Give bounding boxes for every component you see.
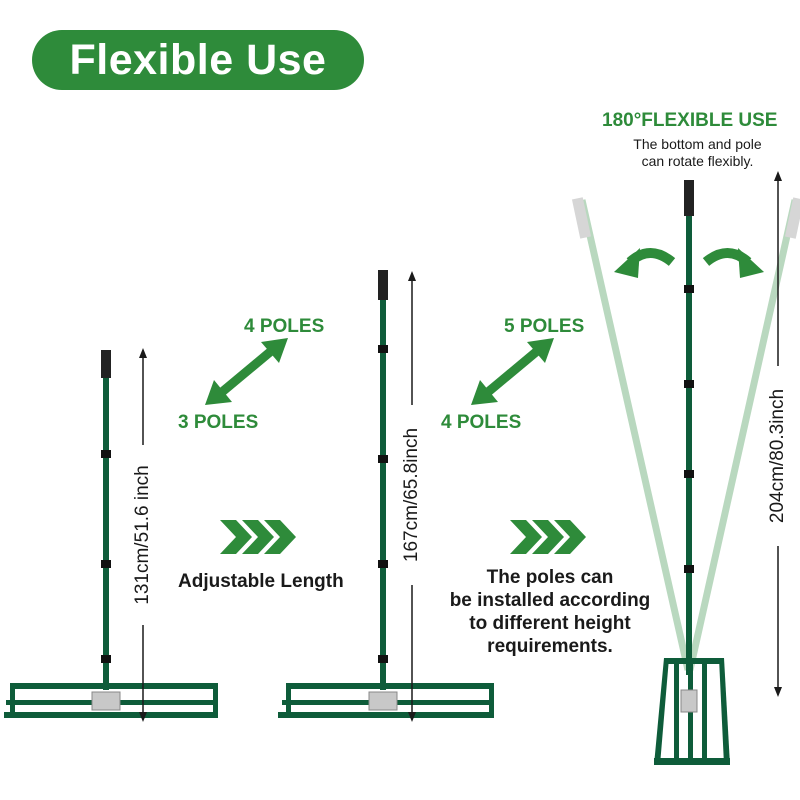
rake-4-poles <box>278 270 494 718</box>
chevrons-icon-left <box>220 520 296 554</box>
adjustable-length-label: Adjustable Length <box>178 571 344 592</box>
swap-arrow-right <box>471 338 554 405</box>
rake-3-poles <box>4 350 218 718</box>
install-description: The poles can be installed according to … <box>449 567 651 657</box>
title-badge: Flexible Use <box>32 30 364 90</box>
rake-5-poles-rotating <box>571 180 800 765</box>
dimension-label-right: 204cm/80.3inch <box>767 366 789 546</box>
swap-arrow-left <box>205 338 288 405</box>
dimension-label-middle: 167cm/65.8inch <box>401 405 423 585</box>
poles-label-5: 5 POLES <box>504 316 585 337</box>
rotate-right-icon <box>702 248 764 278</box>
flexible-use-heading: 180°FLEXIBLE USE <box>602 110 778 131</box>
page-title: Flexible Use <box>69 35 327 84</box>
rotate-left-icon <box>614 248 676 278</box>
rotate-note: The bottom and pole can rotate flexibly. <box>633 136 762 169</box>
chevrons-icon-right <box>510 520 586 554</box>
poles-label-3: 3 POLES <box>178 412 259 433</box>
dimension-label-left: 131cm/51.6 inch <box>132 445 154 625</box>
poles-label-4-bottom: 4 POLES <box>441 412 522 433</box>
poles-label-4-top: 4 POLES <box>244 316 325 337</box>
